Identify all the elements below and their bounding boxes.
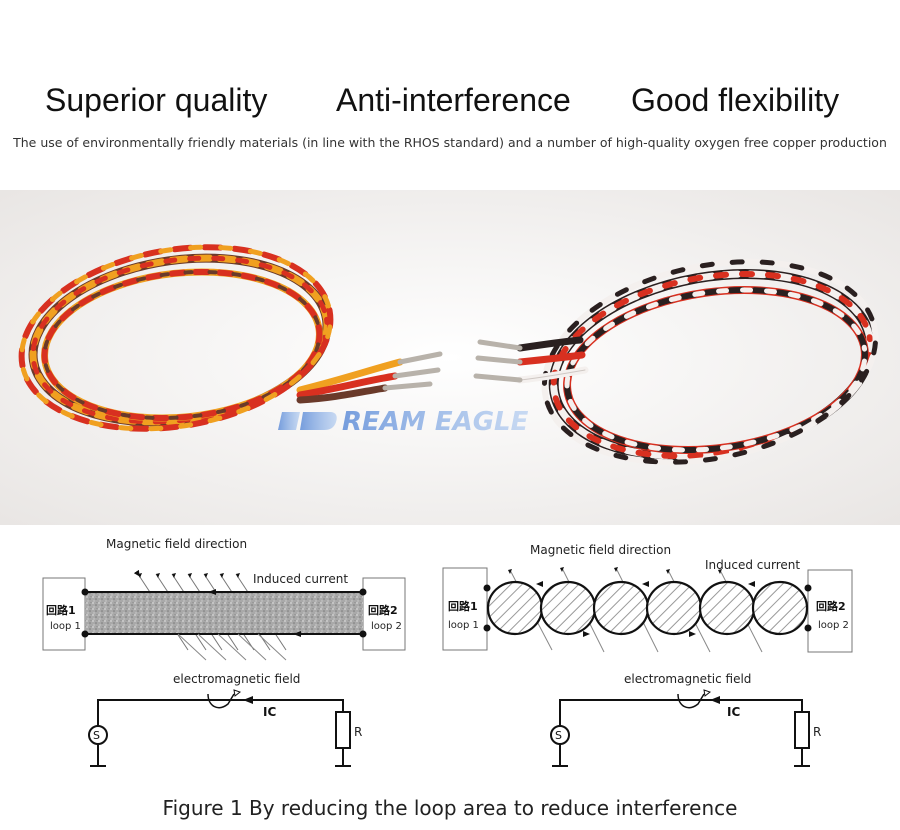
diagram-parallel-wires: Magnetic field direction Induced current… xyxy=(42,537,406,767)
ic-label-right: IC xyxy=(727,705,740,719)
loop2-cn-label: 回路2 xyxy=(368,603,398,617)
twisted-loops xyxy=(486,580,809,636)
headline-good-flexibility: Good flexibility xyxy=(631,82,840,118)
watermark-text: REAM EAGLE xyxy=(342,407,529,437)
resistor-label-right: R xyxy=(813,725,821,739)
induced-current-label-right: Induced current xyxy=(705,558,800,572)
loop2-cn-label-right: 回路2 xyxy=(816,599,846,613)
left-cable-coil xyxy=(18,244,443,432)
source-symbol-right xyxy=(550,725,570,745)
loop2-box-right xyxy=(807,569,853,653)
figure-caption: Figure 1 By reducing the loop area to re… xyxy=(162,796,738,820)
loop1-en-label-right: loop 1 xyxy=(448,620,479,631)
loop1-en-label: loop 1 xyxy=(50,621,81,632)
resistor-symbol xyxy=(335,711,351,749)
cable-photo: REAM EAGLE xyxy=(0,190,900,525)
em-field-label-right: electromagnetic field xyxy=(624,672,751,686)
headline-superior-quality: Superior quality xyxy=(45,82,268,118)
subtitle-text: The use of environmentally friendly mate… xyxy=(13,135,887,150)
resistor-label: R xyxy=(354,725,362,739)
diagram-twisted-wires: Magnetic field direction Induced current… xyxy=(442,543,853,767)
ic-label: IC xyxy=(263,705,276,719)
source-symbol xyxy=(88,725,108,745)
loop2-en-label-right: loop 2 xyxy=(818,620,849,631)
loop1-box xyxy=(42,577,86,651)
loop1-cn-label-right: 回路1 xyxy=(448,599,478,613)
watermark-logo: REAM EAGLE xyxy=(278,407,529,437)
induced-current-label: Induced current xyxy=(253,572,348,586)
magnetic-field-label: Magnetic field direction xyxy=(106,537,247,551)
loop-area xyxy=(85,592,363,634)
svg-text:S: S xyxy=(555,729,562,742)
loop1-cn-label: 回路1 xyxy=(46,603,76,617)
magnetic-field-label-right: Magnetic field direction xyxy=(530,543,671,557)
em-field-label: electromagnetic field xyxy=(173,672,300,686)
headline-anti-interference: Anti-interference xyxy=(336,82,571,118)
right-cable-coil xyxy=(473,258,879,466)
loop2-box xyxy=(362,577,406,651)
resistor-symbol-right xyxy=(794,711,810,749)
loop2-en-label: loop 2 xyxy=(371,621,402,632)
loop1-box-right xyxy=(442,567,488,651)
svg-text:S: S xyxy=(93,729,100,742)
